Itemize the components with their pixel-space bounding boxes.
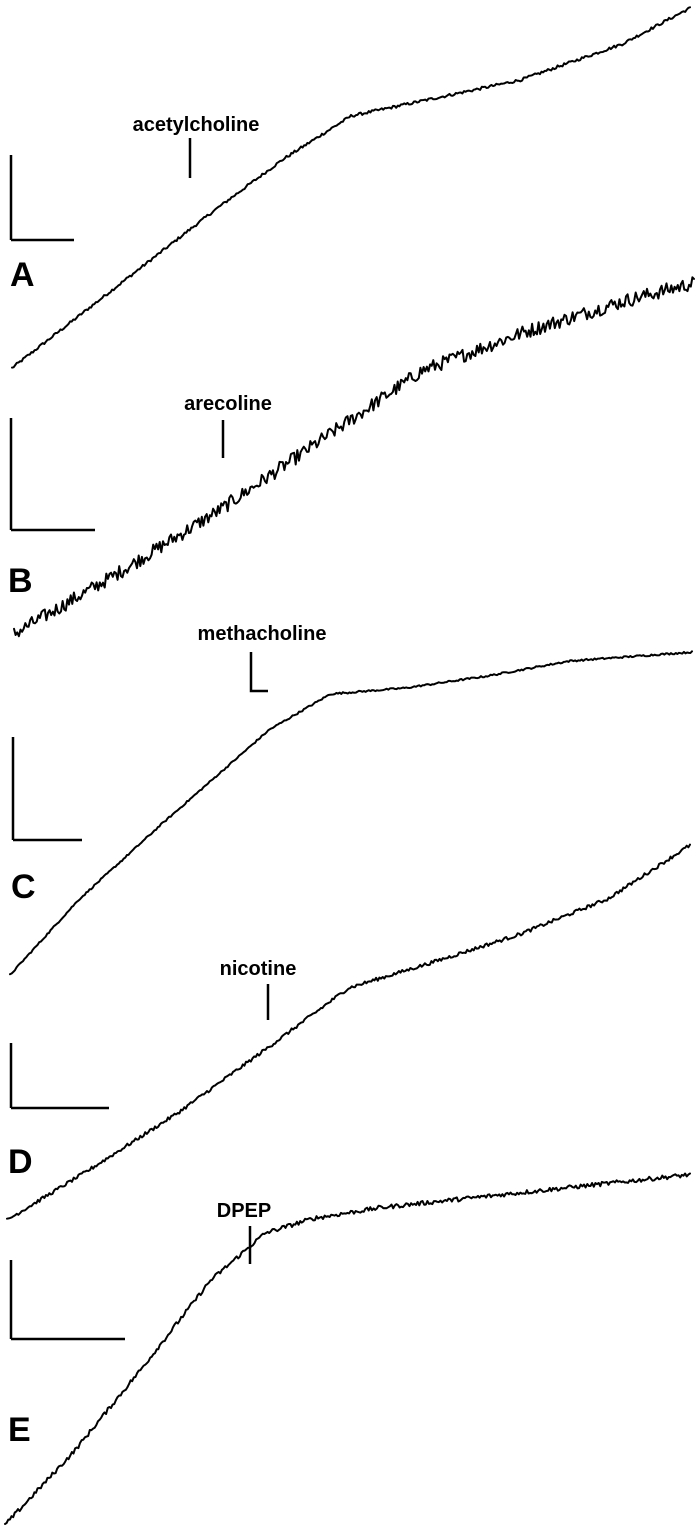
trace-line-c [9, 650, 693, 976]
panel-c: C methacholine [9, 623, 693, 976]
panel-letter-d: D [8, 1143, 33, 1181]
drug-label-e: DPEP [217, 1200, 271, 1222]
drug-label-a: acetylcholine [133, 114, 260, 136]
panel-letter-a: A [10, 256, 35, 294]
panel-letter-e: E [8, 1411, 31, 1449]
panel-e: E DPEP [4, 1172, 691, 1525]
panel-letter-b: B [8, 562, 33, 600]
trace-line-a [11, 6, 691, 369]
trace-line-b [13, 276, 695, 638]
drug-marker-c [249, 652, 268, 693]
drug-label-d: nicotine [220, 958, 297, 980]
panel-d: D nicotine [6, 843, 691, 1220]
trace-line-e [4, 1172, 691, 1525]
drug-label-c: methacholine [198, 623, 327, 645]
drug-label-b: arecoline [184, 393, 272, 415]
panel-b: B arecoline [8, 276, 695, 638]
panel-letter-c: C [11, 868, 36, 906]
trace-line-d [6, 843, 691, 1220]
panel-a: A acetylcholine [9, 6, 691, 369]
